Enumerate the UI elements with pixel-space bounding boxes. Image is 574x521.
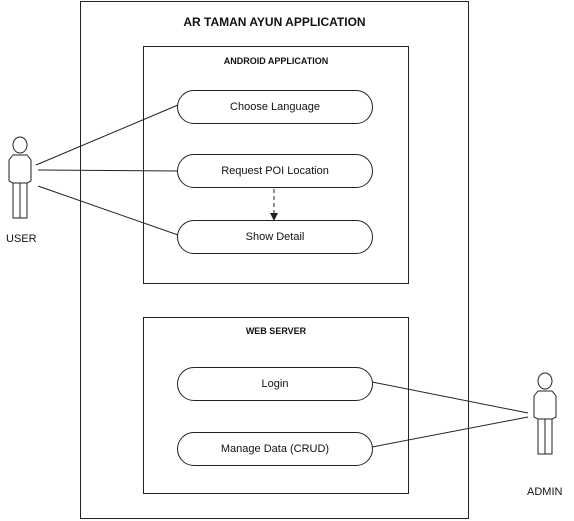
system-boundary: AR TAMAN AYUN APPLICATION bbox=[80, 1, 469, 519]
user-actor-label: USER bbox=[6, 233, 37, 245]
admin-manage-data-association bbox=[371, 416, 529, 448]
use-case-login: Login bbox=[177, 367, 373, 401]
android-application-box: ANDROID APPLICATION bbox=[143, 46, 409, 284]
user-request-poi-association bbox=[37, 169, 179, 172]
use-case-show-detail: Show Detail bbox=[177, 220, 373, 254]
admin-actor-label: ADMIN bbox=[527, 486, 563, 498]
android-application-title: ANDROID APPLICATION bbox=[223, 56, 329, 66]
user-choose-language-association bbox=[35, 104, 179, 166]
admin-actor-icon bbox=[533, 372, 557, 455]
use-case-choose-language: Choose Language bbox=[177, 90, 373, 124]
system-title: AR TAMAN AYUN APPLICATION bbox=[183, 15, 366, 29]
use-case-manage-data: Manage Data (CRUD) bbox=[177, 432, 373, 466]
web-server-box: WEB SERVER bbox=[143, 317, 409, 494]
admin-login-association bbox=[371, 381, 529, 414]
user-actor-icon bbox=[8, 136, 32, 219]
user-show-detail-association bbox=[37, 185, 179, 236]
use-case-request-poi-location: Request POI Location bbox=[177, 154, 373, 188]
web-server-title: WEB SERVER bbox=[245, 326, 307, 336]
